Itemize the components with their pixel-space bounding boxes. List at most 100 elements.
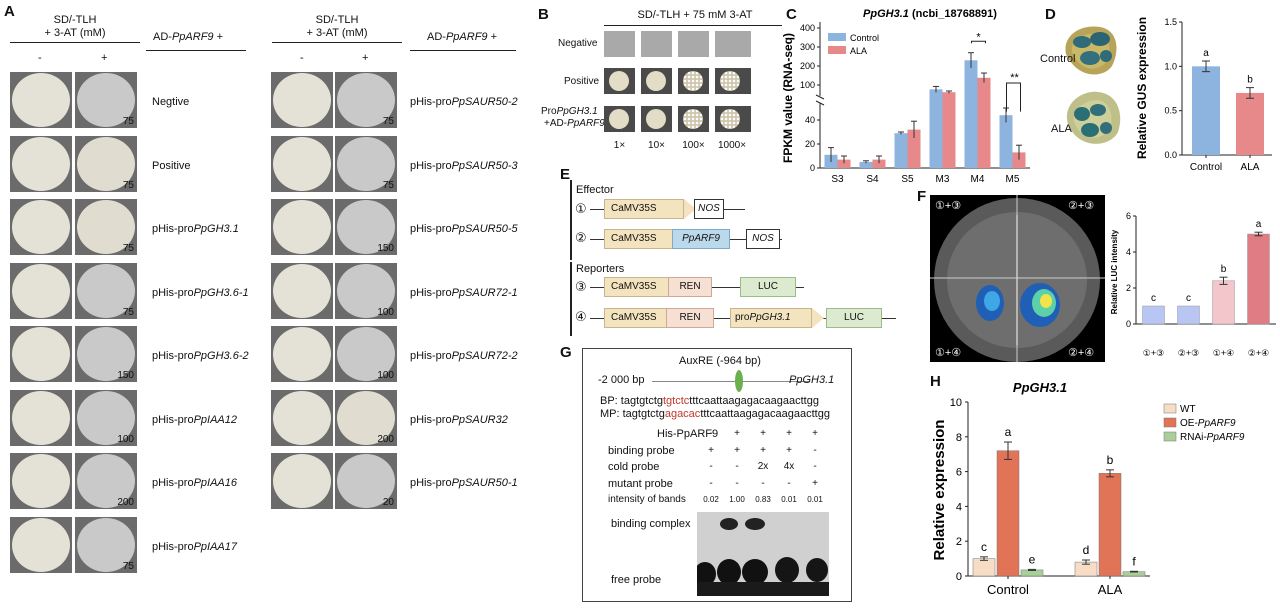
spot-well-r1-c3: [715, 68, 751, 94]
panel-e-construct-2-pparf9: PpARF9: [672, 229, 730, 249]
panel-e-bracket-reporters: [570, 262, 572, 336]
chart-c-title: PpGH3.1 (ncbi_18768891): [863, 8, 997, 20]
gel-row-1-lane-3: +: [786, 444, 792, 456]
yeast-well-left-5-concentration: 100: [117, 433, 134, 445]
panel-e-construct-3-luc: LUC: [740, 277, 796, 297]
panel-label-e: E: [560, 166, 571, 183]
chart-c-legend-0: Control: [850, 33, 879, 43]
yeast-well-left-7-minus: [10, 516, 72, 573]
panel-g-bp-sequence: BP: tagtgtctgtgtctctttcaattaagagacaagaac…: [600, 395, 819, 407]
chart-h-title: PpGH3.1: [1013, 380, 1067, 395]
chart-h-ytick-4: 4: [956, 501, 962, 513]
gel-row-2-lane-1: -: [735, 461, 739, 472]
chart-c-bar-ALA-S4: [872, 159, 886, 168]
gel-row-1-lane-2: +: [760, 444, 766, 456]
gel-row-4-lane-4: 0.01: [807, 495, 823, 504]
yeast-row-label-right-1: pHis-proPpSAUR50-3: [410, 159, 518, 172]
yeast-well-right-6-plus: 20: [335, 453, 397, 509]
panel-e-construct-4-luc: LUC: [826, 308, 882, 328]
gel-row-1-lane-4: -: [813, 444, 817, 456]
chart-f-ytick-6: 6: [1126, 211, 1131, 221]
yeast-well-left-5-plus: 100: [75, 389, 137, 446]
chart-c-xtick-M5: M5: [1006, 174, 1020, 185]
panel-b-row3-line2: +AD-PpARF9: [544, 118, 605, 129]
panel-b-row3-line1: ProPpGH3.1: [541, 106, 598, 117]
yeast-well-left-1-minus: [10, 135, 72, 192]
leaf-control-image: [1065, 26, 1117, 75]
spot-well-r1-c1: [641, 68, 672, 94]
chart-d-xtick-Control: Control: [1190, 162, 1222, 173]
chart-f-bar-0: [1142, 305, 1165, 325]
yeast-well-left-6-plus: 200: [75, 453, 137, 509]
panel-e-effector-label: Effector: [576, 184, 614, 196]
panel-f-corner-br: ②+④: [1068, 347, 1095, 359]
panel-f-luc-image: [930, 195, 1105, 362]
chart-f-xtick-2: ①+④: [1213, 348, 1234, 358]
yeast-well-left-0-minus: [10, 72, 72, 128]
yeast-row-label-right-5: pHis-proPpSAUR32: [410, 413, 508, 426]
gel-row-2-lane-3: 4x: [783, 461, 795, 472]
gel-row-0-lane-4: +: [812, 428, 818, 439]
chart-c-legend-swatch-0: [828, 33, 846, 41]
chart-d-ytick-0.5: 0.5: [1164, 106, 1177, 116]
chart-h-letter-OE-PpARF9-Control: a: [1005, 425, 1012, 439]
panel-g-promoter-line: [652, 381, 810, 382]
chart-c-ylabel: FPKM value (RNA-seq): [781, 33, 795, 163]
yeast-well-right-0-concentration: 75: [382, 116, 394, 127]
panel-f-corner-tr: ②+③: [1068, 200, 1095, 212]
yeast-well-right-2-concentration: 150: [377, 243, 394, 254]
chart-h-letter-RNAi-PpARF9-Control: e: [1029, 552, 1036, 566]
gel-row-4-lane-3: 0.01: [781, 495, 797, 504]
spot-well-r1-c0: [604, 68, 635, 94]
chart-h-ytick-0: 0: [956, 571, 962, 583]
panel-e-construct-4-number: ④: [575, 309, 587, 324]
panel-g-binding-complex-label: binding complex: [611, 518, 691, 530]
chart-d-bar-ALA: [1236, 92, 1264, 155]
panel-f-corner-tl: ①+③: [935, 200, 962, 212]
panel-f-corner-bl: ①+④: [935, 347, 962, 359]
panel-a-medium-line1: SD/-TLH: [53, 14, 97, 26]
panel-g-bp2000: -2 000 bp: [598, 374, 645, 386]
chart-c-bar-Control-M4: [964, 60, 978, 168]
panel-e-bracket-effector: [570, 180, 572, 260]
chart-c-legend-swatch-1: [828, 46, 846, 54]
chart-f-ytick-0: 0: [1126, 319, 1131, 329]
panel-b-dilution-10: 10×: [648, 140, 665, 151]
yeast-well-left-5-minus: [10, 389, 72, 446]
chart-c-xtick-S5: S5: [901, 174, 914, 185]
leaf-ala-image: [1066, 91, 1121, 144]
chart-h-legend-2: RNAi-PpARF9: [1180, 432, 1245, 443]
panel-b-dilution-100: 100×: [682, 140, 705, 151]
yeast-row-label-right-6: pHis-proPpSAUR50-1: [410, 477, 518, 489]
chart-f-ytick-4: 4: [1126, 247, 1131, 257]
gel-row-2-lane-0: -: [709, 461, 713, 472]
yeast-well-right-2-minus: [271, 199, 333, 255]
yeast-well-right-4-plus: 100: [335, 326, 397, 382]
gel-row-4-lane-0: 0.02: [703, 495, 719, 504]
panel-label-f: F: [917, 188, 927, 205]
chart-h-xtick-ALA: ALA: [1098, 582, 1123, 597]
chart-f-bar-2: [1212, 280, 1235, 325]
panel-d-leaf-label-control: Control: [1040, 53, 1076, 65]
yeast-row-label-right-4: pHis-proPpSAUR72-2: [410, 350, 518, 362]
yeast-well-right-0-plus: 75: [335, 72, 397, 128]
chart-d-xtick-ALA: ALA: [1241, 162, 1260, 173]
gel-row-3-lane-0: -: [709, 477, 713, 489]
chart-f-xtick-1: ②+③: [1178, 348, 1199, 358]
yeast-well-right-0-minus: [271, 72, 333, 128]
yeast-row-label-left-3: pHis-proPpGH3.6-1: [152, 286, 249, 299]
spot-well-r2-c1: [641, 106, 672, 132]
chart-c-bar-ALA-S3: [837, 159, 851, 168]
yeast-well-right-3-concentration: 100: [377, 306, 394, 318]
panel-e-construct-2-number: ②: [575, 230, 587, 245]
chart-h-ytick-10: 10: [950, 397, 962, 409]
spot-well-r2-c2: [678, 106, 709, 132]
chart-h-bar-WT-Control: [972, 558, 996, 577]
yeast-well-left-2-concentration: 75: [122, 243, 134, 254]
panel-a2-minus: -: [300, 52, 304, 64]
chart-h-bar-OE-PpARF9-ALA: [1098, 473, 1122, 577]
chart-c-bar-ALA-M5: [1012, 152, 1026, 168]
chart-h-bar-OE-PpARF9-Control: [996, 450, 1020, 577]
panel-a2-header-rule: [272, 42, 402, 43]
gel-row-label-1: binding probe: [608, 444, 675, 457]
